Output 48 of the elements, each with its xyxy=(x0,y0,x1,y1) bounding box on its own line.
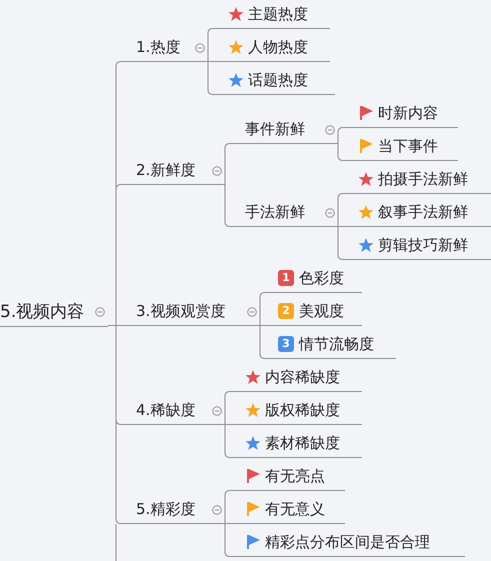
priority-badge: 3 xyxy=(278,336,294,352)
topic-label: 1.热度 xyxy=(136,38,180,56)
branch-line xyxy=(208,61,216,95)
branch-line xyxy=(108,325,124,524)
branch-line xyxy=(338,226,346,227)
topic-label: 人物热度 xyxy=(248,38,308,56)
topic-label: 美观度 xyxy=(299,302,344,320)
topic-label: 叙事手法新鲜 xyxy=(378,202,468,220)
branch-line xyxy=(338,143,346,161)
branch-line xyxy=(208,28,216,62)
topic-label: 有无亮点 xyxy=(265,466,325,484)
branch-line xyxy=(208,61,216,62)
branch-line xyxy=(224,523,234,524)
branch-line xyxy=(260,292,268,326)
branch-line xyxy=(338,127,346,144)
branch-line xyxy=(224,143,234,185)
branch-line xyxy=(338,193,346,227)
branch-line xyxy=(260,325,268,359)
topic-label: 有无意义 xyxy=(265,500,325,518)
branch-line xyxy=(338,226,346,260)
topic-label: 精彩点分布区间是否合理 xyxy=(265,532,430,550)
topic-label: 情节流畅度 xyxy=(299,334,374,352)
topic-label: 事件新鲜 xyxy=(245,120,305,138)
branch-line xyxy=(224,490,234,524)
topic-label: 版权稀缺度 xyxy=(265,400,340,418)
topic-label: 3.视频观赏度 xyxy=(136,302,226,320)
priority-badge: 1 xyxy=(278,270,294,286)
priority-badge: 2 xyxy=(278,302,294,318)
topic-label: 素材稀缺度 xyxy=(265,434,340,452)
topic-label: 拍摄手法新鲜 xyxy=(378,170,468,188)
branch-line xyxy=(224,424,234,425)
topic-label: 时新内容 xyxy=(378,104,438,122)
topic-label: 2.新鲜度 xyxy=(136,160,196,178)
branch-line xyxy=(224,523,234,557)
topic-label: 话题热度 xyxy=(248,70,308,88)
topic-label: 色彩度 xyxy=(299,268,344,286)
topic-label: 剪辑技巧新鲜 xyxy=(378,236,468,254)
topic-label: 5.视频内容 xyxy=(0,302,84,320)
branch-line xyxy=(224,424,234,458)
branch-line xyxy=(224,391,234,425)
topic-label: 主题热度 xyxy=(248,4,308,22)
topic-label: 4.稀缺度 xyxy=(136,400,196,418)
branch-line xyxy=(224,184,234,227)
topic-label: 5.精彩度 xyxy=(136,500,196,518)
topic-label: 内容稀缺度 xyxy=(265,368,340,386)
topic-label: 手法新鲜 xyxy=(245,202,305,220)
branch-line xyxy=(260,325,268,326)
topic-label: 当下事件 xyxy=(378,136,438,154)
